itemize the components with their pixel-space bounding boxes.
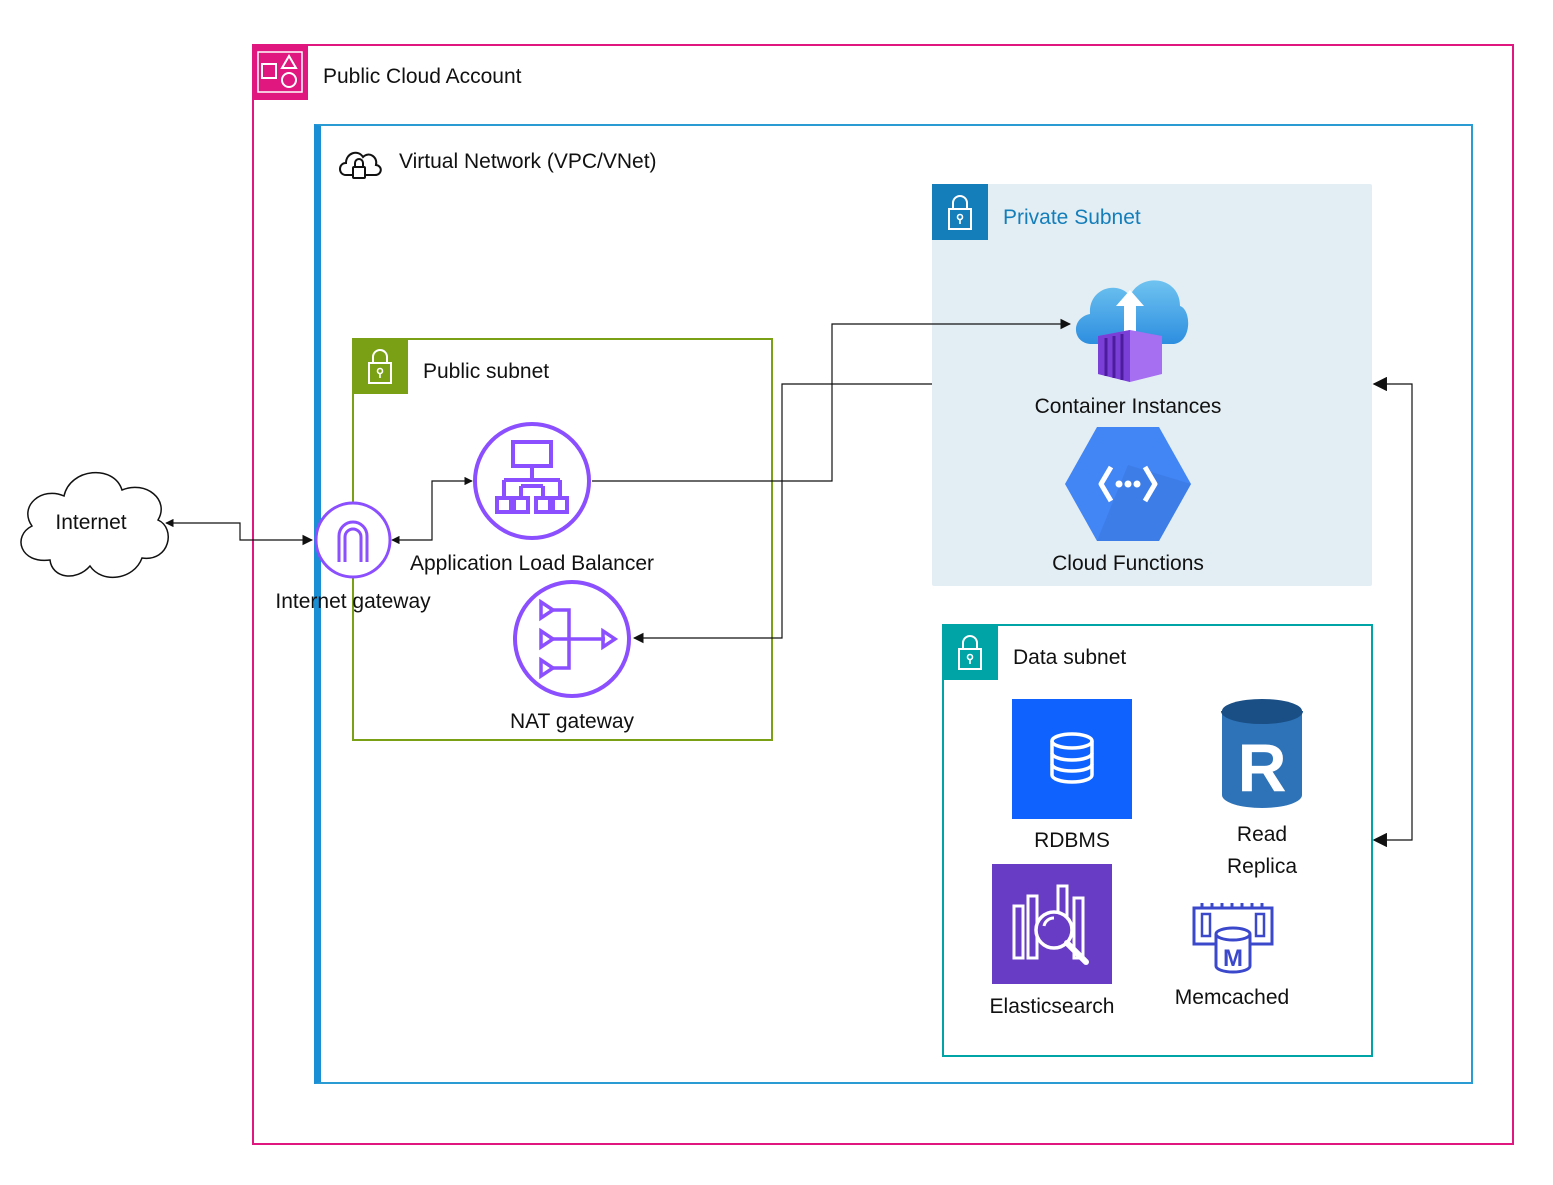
svg-text:R: R	[1237, 730, 1286, 806]
read-replica-label-line1: Read	[1236, 823, 1288, 846]
account-icon	[252, 44, 308, 100]
data-subnet-group	[942, 624, 1373, 1057]
functions-hexagon-icon	[1065, 427, 1191, 541]
svg-text:M: M	[1223, 945, 1243, 972]
vpc-label: Virtual Network (VPC/VNet)	[399, 150, 657, 173]
read-replica-node: R	[1220, 697, 1304, 811]
public-subnet-label: Public subnet	[423, 360, 550, 383]
memory-cache-icon: M	[1192, 903, 1274, 974]
account-group	[252, 44, 1514, 1145]
read-replica-label-line2: Replica	[1226, 855, 1298, 878]
internet-node: Internet	[10, 462, 172, 584]
gateway-arch-icon	[314, 501, 392, 579]
memcached-node: M	[1190, 902, 1276, 978]
data-subnet-label: Data subnet	[1013, 646, 1127, 669]
elasticsearch-node	[992, 864, 1112, 984]
cloud-icon	[20, 471, 169, 579]
container-instances-label: Container Instances	[1034, 395, 1222, 418]
nat-gateway-label: NAT gateway	[509, 710, 635, 733]
nat-gateway-node	[511, 578, 633, 700]
cloud-functions-node	[1063, 425, 1193, 543]
container-cloud-icon	[1075, 280, 1189, 382]
internet-gateway-node	[313, 500, 393, 580]
load-balancer-icon	[473, 422, 591, 540]
account-label: Public Cloud Account	[323, 65, 522, 88]
public-subnet-padlock-icon	[352, 338, 408, 394]
rdbms-node	[1012, 699, 1132, 819]
replica-cylinder-icon: R	[1221, 699, 1303, 808]
internet-gateway-label: Internet gateway	[275, 590, 431, 613]
cloud-functions-label: Cloud Functions	[1052, 552, 1204, 575]
container-instances-node	[1068, 262, 1190, 386]
internet-label: Internet	[55, 511, 127, 534]
cloud-lock-icon	[336, 143, 384, 185]
search-analytics-icon	[1012, 884, 1089, 965]
nat-gateway-icon	[513, 580, 631, 698]
vpc-group	[314, 124, 1473, 1084]
private-subnet-label: Private Subnet	[1003, 206, 1141, 229]
rdbms-label: RDBMS	[1034, 829, 1110, 852]
alb-label: Application Load Balancer	[409, 552, 655, 575]
memcached-label: Memcached	[1174, 986, 1290, 1009]
data-subnet-padlock-icon	[942, 624, 998, 680]
elasticsearch-label: Elasticsearch	[989, 995, 1115, 1018]
private-subnet-padlock-icon	[932, 184, 988, 240]
database-icon	[1050, 732, 1094, 784]
alb-node	[471, 420, 593, 542]
